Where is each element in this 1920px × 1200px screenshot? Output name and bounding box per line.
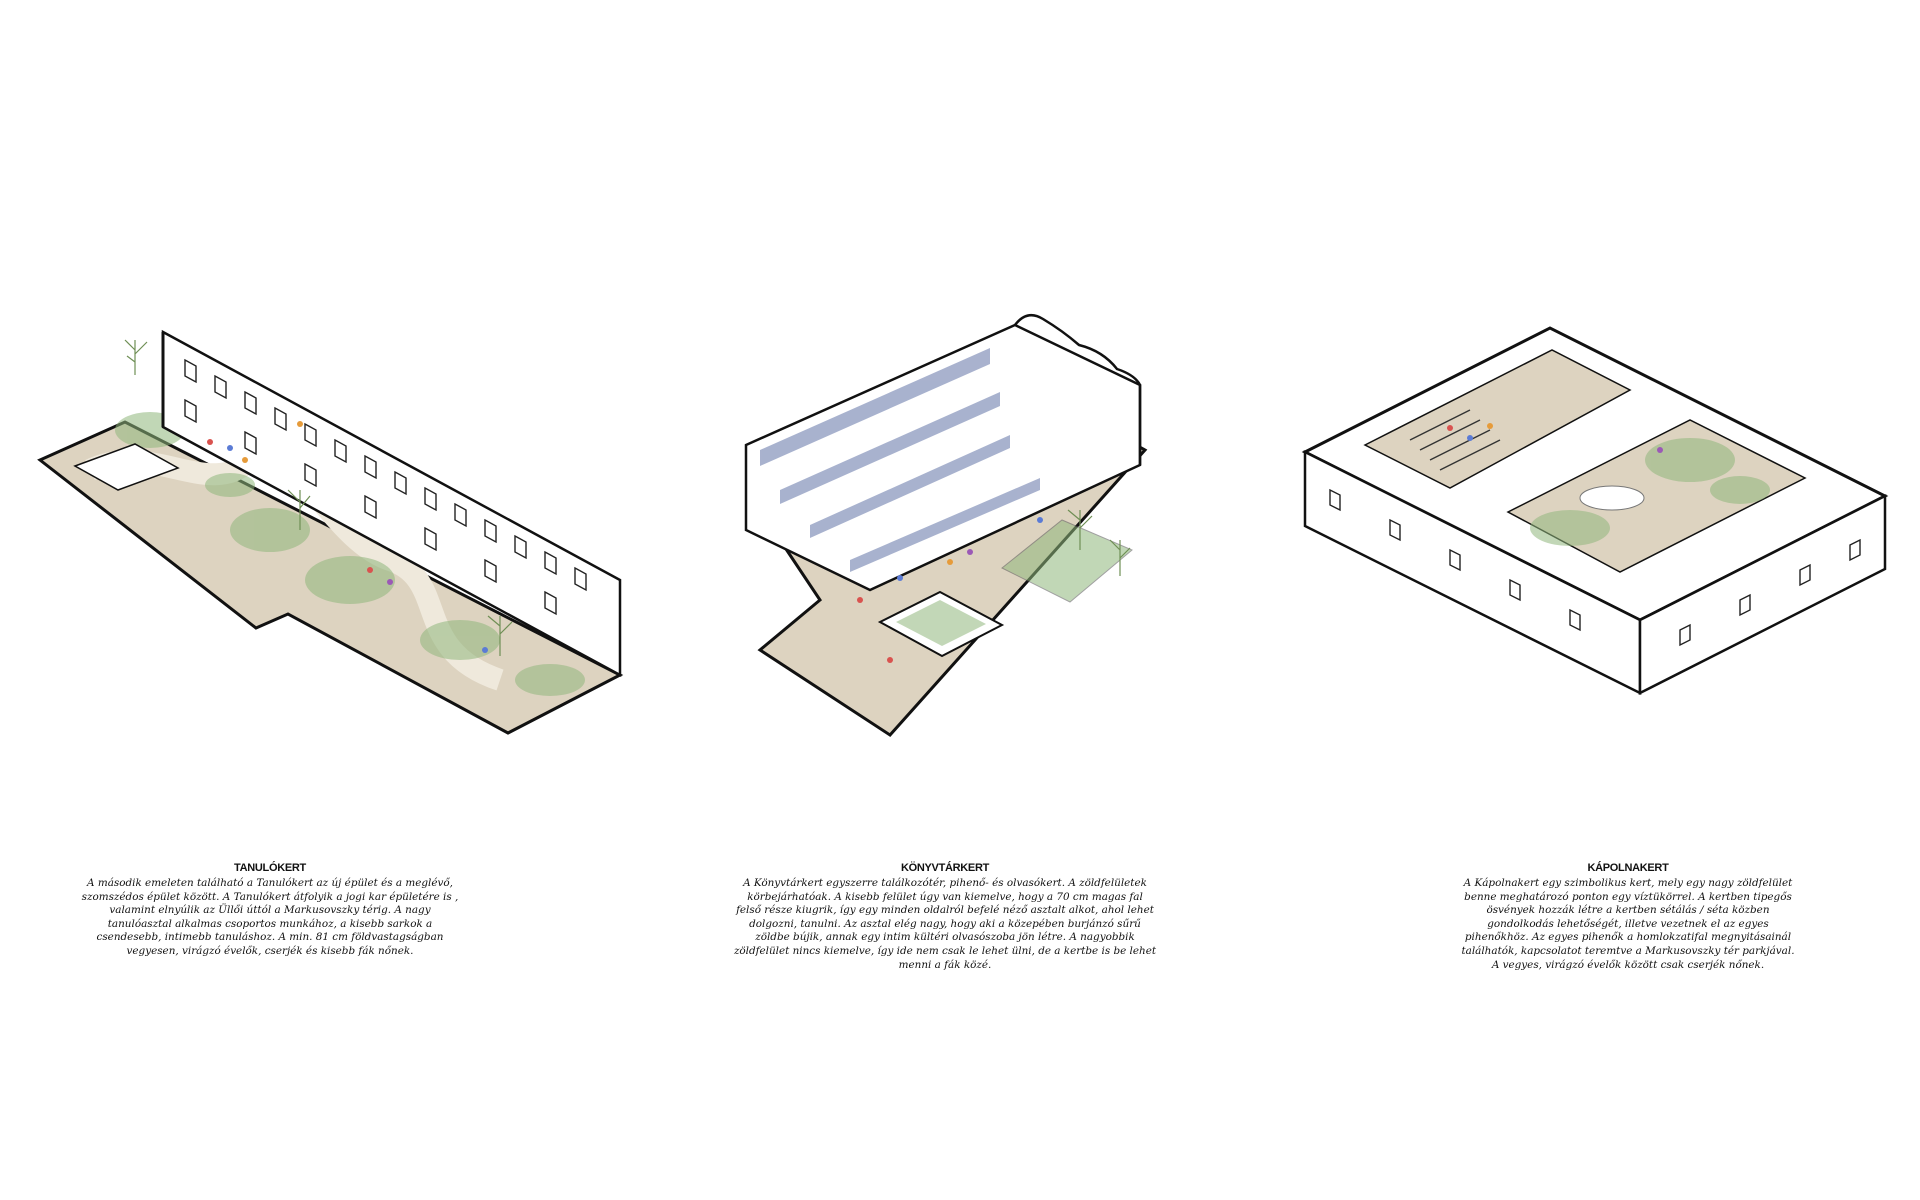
kapolnakert-right-wall — [1638, 493, 1887, 696]
tanulokert-title: TANULÓKERT — [234, 862, 306, 874]
description-line: A vegyes, virágzó évelők között csak cse… — [1491, 958, 1765, 971]
konyvtarkert-description: A Könyvtárkert egyszerre találkozótér, p… — [732, 877, 1158, 972]
kapolnakert-pews — [1409, 409, 1501, 471]
kapolnakert-axonometric-drawing — [1301, 326, 1889, 696]
description-line: körbejárhatóak. A kisebb felület úgy van… — [747, 890, 1143, 903]
kapolnakert-windows — [1329, 488, 1861, 647]
description-line: csendesebb, intimebb tanuláshoz. A min. … — [96, 931, 444, 944]
kapolnakert-description: A Kápolnakert egy szimbolikus kert, mely… — [1440, 877, 1816, 972]
kapolnakert-greenery — [1530, 438, 1770, 546]
konyvtarkert-bookshelves — [760, 348, 1040, 572]
description-line: találhatók, kapcsolatot teremtve a Marku… — [1461, 944, 1795, 957]
tanulokert-people — [207, 421, 488, 653]
tanulokert-axonometric-drawing — [37, 329, 624, 735]
description-line: ösvények hozzák létre a kertben sétálás … — [1486, 904, 1770, 917]
konyvtarkert-large-garden — [1001, 519, 1133, 603]
konyvtarkert-people — [857, 517, 1043, 663]
description-line: zöldfelület nincs kiemelve, így ide nem … — [733, 944, 1157, 957]
description-line: A Könyvtárkert egyszerre találkozótér, p… — [743, 877, 1147, 889]
tanulokert-caption: TANULÓKERT A második emeleten található … — [70, 862, 470, 959]
description-line: valamint elnyúlik az Üllői úttól a Marku… — [109, 904, 431, 917]
description-line: A második emeleten található a Tanulóker… — [87, 877, 453, 889]
description-line: A Kápolnakert egy szimbolikus kert, mely… — [1463, 877, 1793, 889]
description-line: dolgozni, tanulni. Az asztal elég nagy, … — [749, 917, 1141, 930]
kapolnakert-chapel-interior — [1363, 349, 1632, 489]
konyvtarkert-axonometric-drawing — [744, 313, 1148, 737]
kapolnakert-title: KÁPOLNAKERT — [1587, 862, 1669, 874]
konyvtarkert-title: KÖNYVTÁRKERT — [900, 862, 990, 874]
tanulokert-windows — [184, 358, 587, 616]
tanulokert-study-table — [73, 443, 180, 491]
konyvtarkert-caption: KÖNYVTÁRKERT A Könyvtárkert egyszerre ta… — [732, 862, 1158, 972]
konyvtarkert-trees — [1067, 509, 1131, 576]
description-line: zöldbe bújik, annak egy intim kültéri ol… — [755, 931, 1135, 944]
kapolnakert-caption: KÁPOLNAKERT A Kápolnakert egy szimboliku… — [1440, 862, 1816, 972]
tanulokert-greenery — [115, 412, 585, 696]
description-line: felső része kiugrik, így egy minden olda… — [736, 904, 1154, 917]
description-line: pihenőkhöz. Az egyes pihenők a homlokzat… — [1464, 931, 1792, 944]
description-line: tanulóasztal alkalmas csoportos munkához… — [107, 917, 433, 930]
tanulokert-trees — [124, 339, 513, 656]
tanulokert-description: A második emeleten található a Tanulóker… — [70, 877, 470, 959]
konyvtarkert-arched-wall — [1014, 313, 1142, 465]
description-line: szomszédos épület között. A Tanulókert á… — [81, 890, 459, 903]
kapolnakert-people — [1447, 423, 1663, 453]
description-line: gondolkodás lehetőségét, illetve vezetne… — [1487, 917, 1769, 930]
kapolnakert-water-mirror — [1579, 485, 1645, 511]
description-line: menni a fák közé. — [898, 958, 992, 971]
description-line: vegyesen, virágzó évelők, cserjék és kis… — [126, 944, 414, 957]
description-line: benne meghatározó ponton egy víztükörrel… — [1464, 890, 1792, 903]
